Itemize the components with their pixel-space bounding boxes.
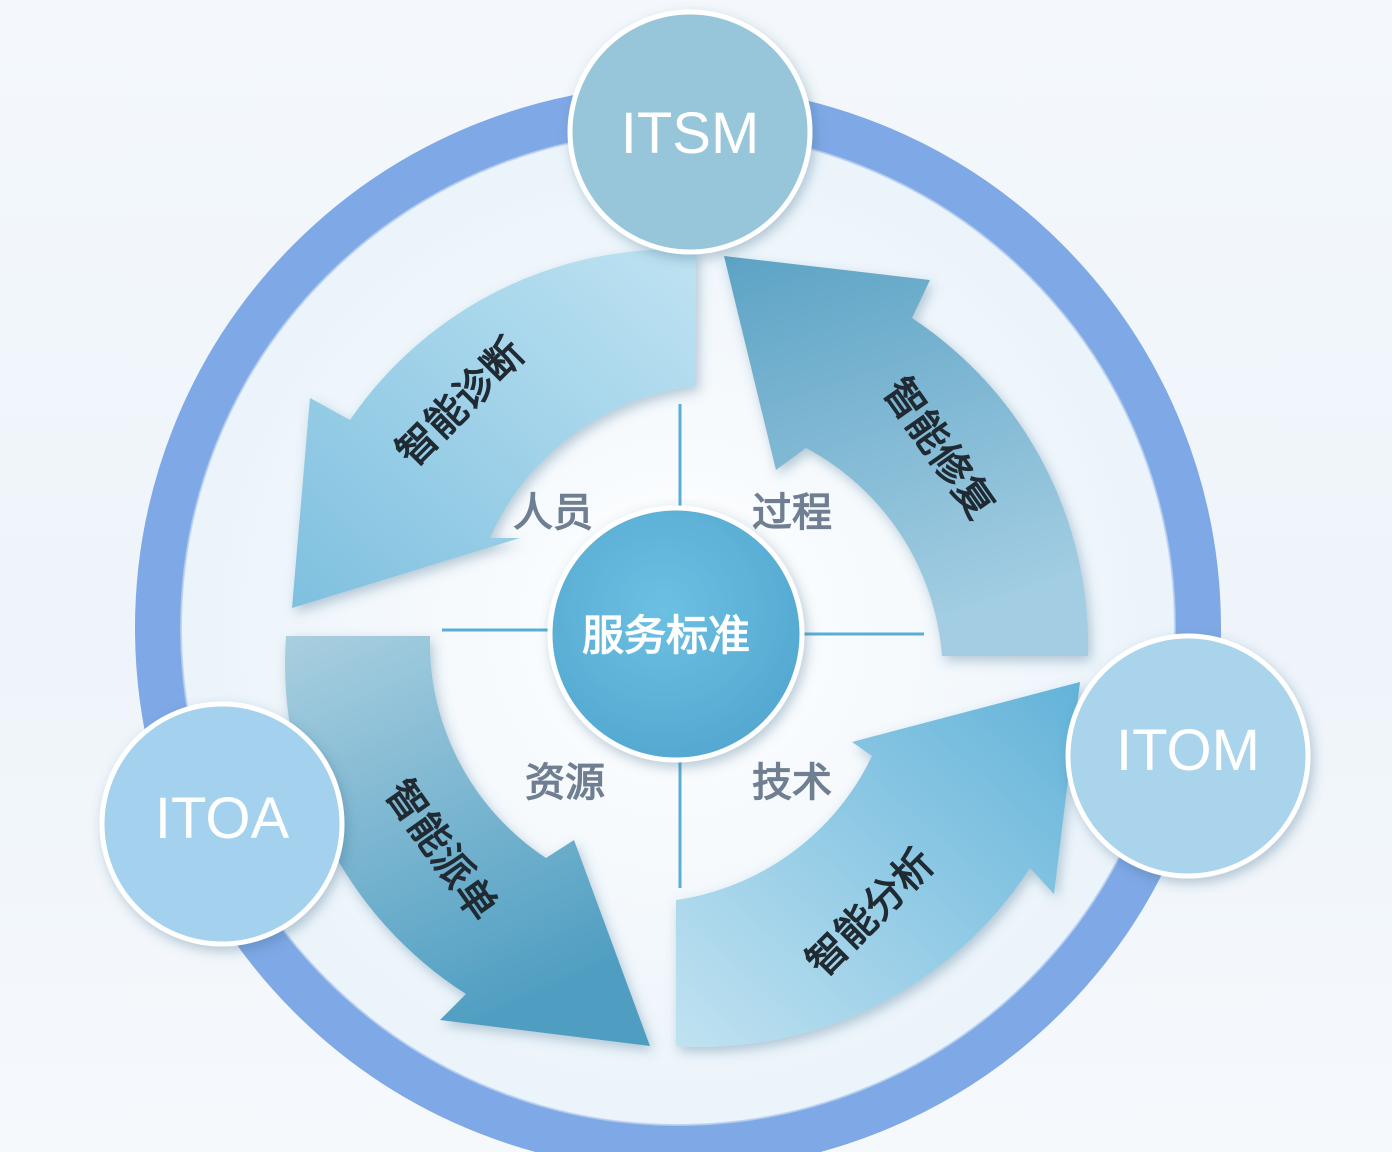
quadrant-label-people: 人员 [513,490,593,536]
hub-label-itoa: ITOA [155,786,290,851]
hub-itsm [567,9,813,255]
hub-itoa [99,701,345,947]
arrow-diagnose [292,249,696,608]
hub-label-itom: ITOM [1116,718,1260,783]
hub-label-itsm: ITSM [621,101,760,166]
center-label: 服务标准 [582,611,750,660]
center-circle [547,505,805,763]
quadrant-label-resource: 资源 [525,760,605,806]
arrow-repair [724,256,1089,656]
quadrant-label-technology: 技术 [752,760,832,806]
arrow-analysis [676,682,1080,1047]
cross-lines [442,404,924,888]
arrow-dispatch [285,636,650,1046]
hub-itom [1065,633,1311,879]
quadrant-label-process: 过程 [752,490,832,536]
